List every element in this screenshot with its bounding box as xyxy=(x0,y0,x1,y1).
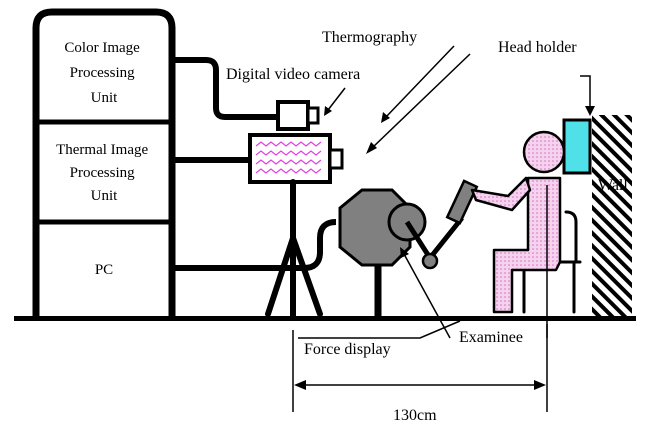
pc-label: PC xyxy=(95,262,113,278)
dimension-arrowheads xyxy=(294,380,546,390)
digital-video-camera xyxy=(276,100,320,131)
distance-label: 130cm xyxy=(393,407,437,424)
head-holder-label: Head holder xyxy=(498,39,577,56)
arrowheads xyxy=(324,106,595,258)
camera-cable xyxy=(172,57,278,120)
thermography-label: Thermography xyxy=(322,29,417,46)
head-holder xyxy=(562,118,592,175)
wall-label: Wall xyxy=(598,177,628,194)
color-image-unit-label: Color Image Processing Unit xyxy=(64,40,143,106)
pc-cable xyxy=(172,219,337,271)
wall xyxy=(592,115,632,316)
tripod xyxy=(265,179,323,319)
dimension-130cm xyxy=(292,185,548,412)
thermal-image-unit-label: Thermal Image Processing Unit xyxy=(56,142,152,204)
force-display-label: Force display xyxy=(304,341,391,358)
examinee-label: Examinee xyxy=(459,329,523,346)
examinee-figure xyxy=(470,130,566,314)
floor-line xyxy=(14,316,636,321)
callout-arrows xyxy=(298,45,591,339)
equipment-rack xyxy=(32,8,176,316)
thermography-camera xyxy=(248,133,344,184)
digital-video-camera-label: Digital video camera xyxy=(226,66,360,83)
force-display-device xyxy=(338,179,479,316)
